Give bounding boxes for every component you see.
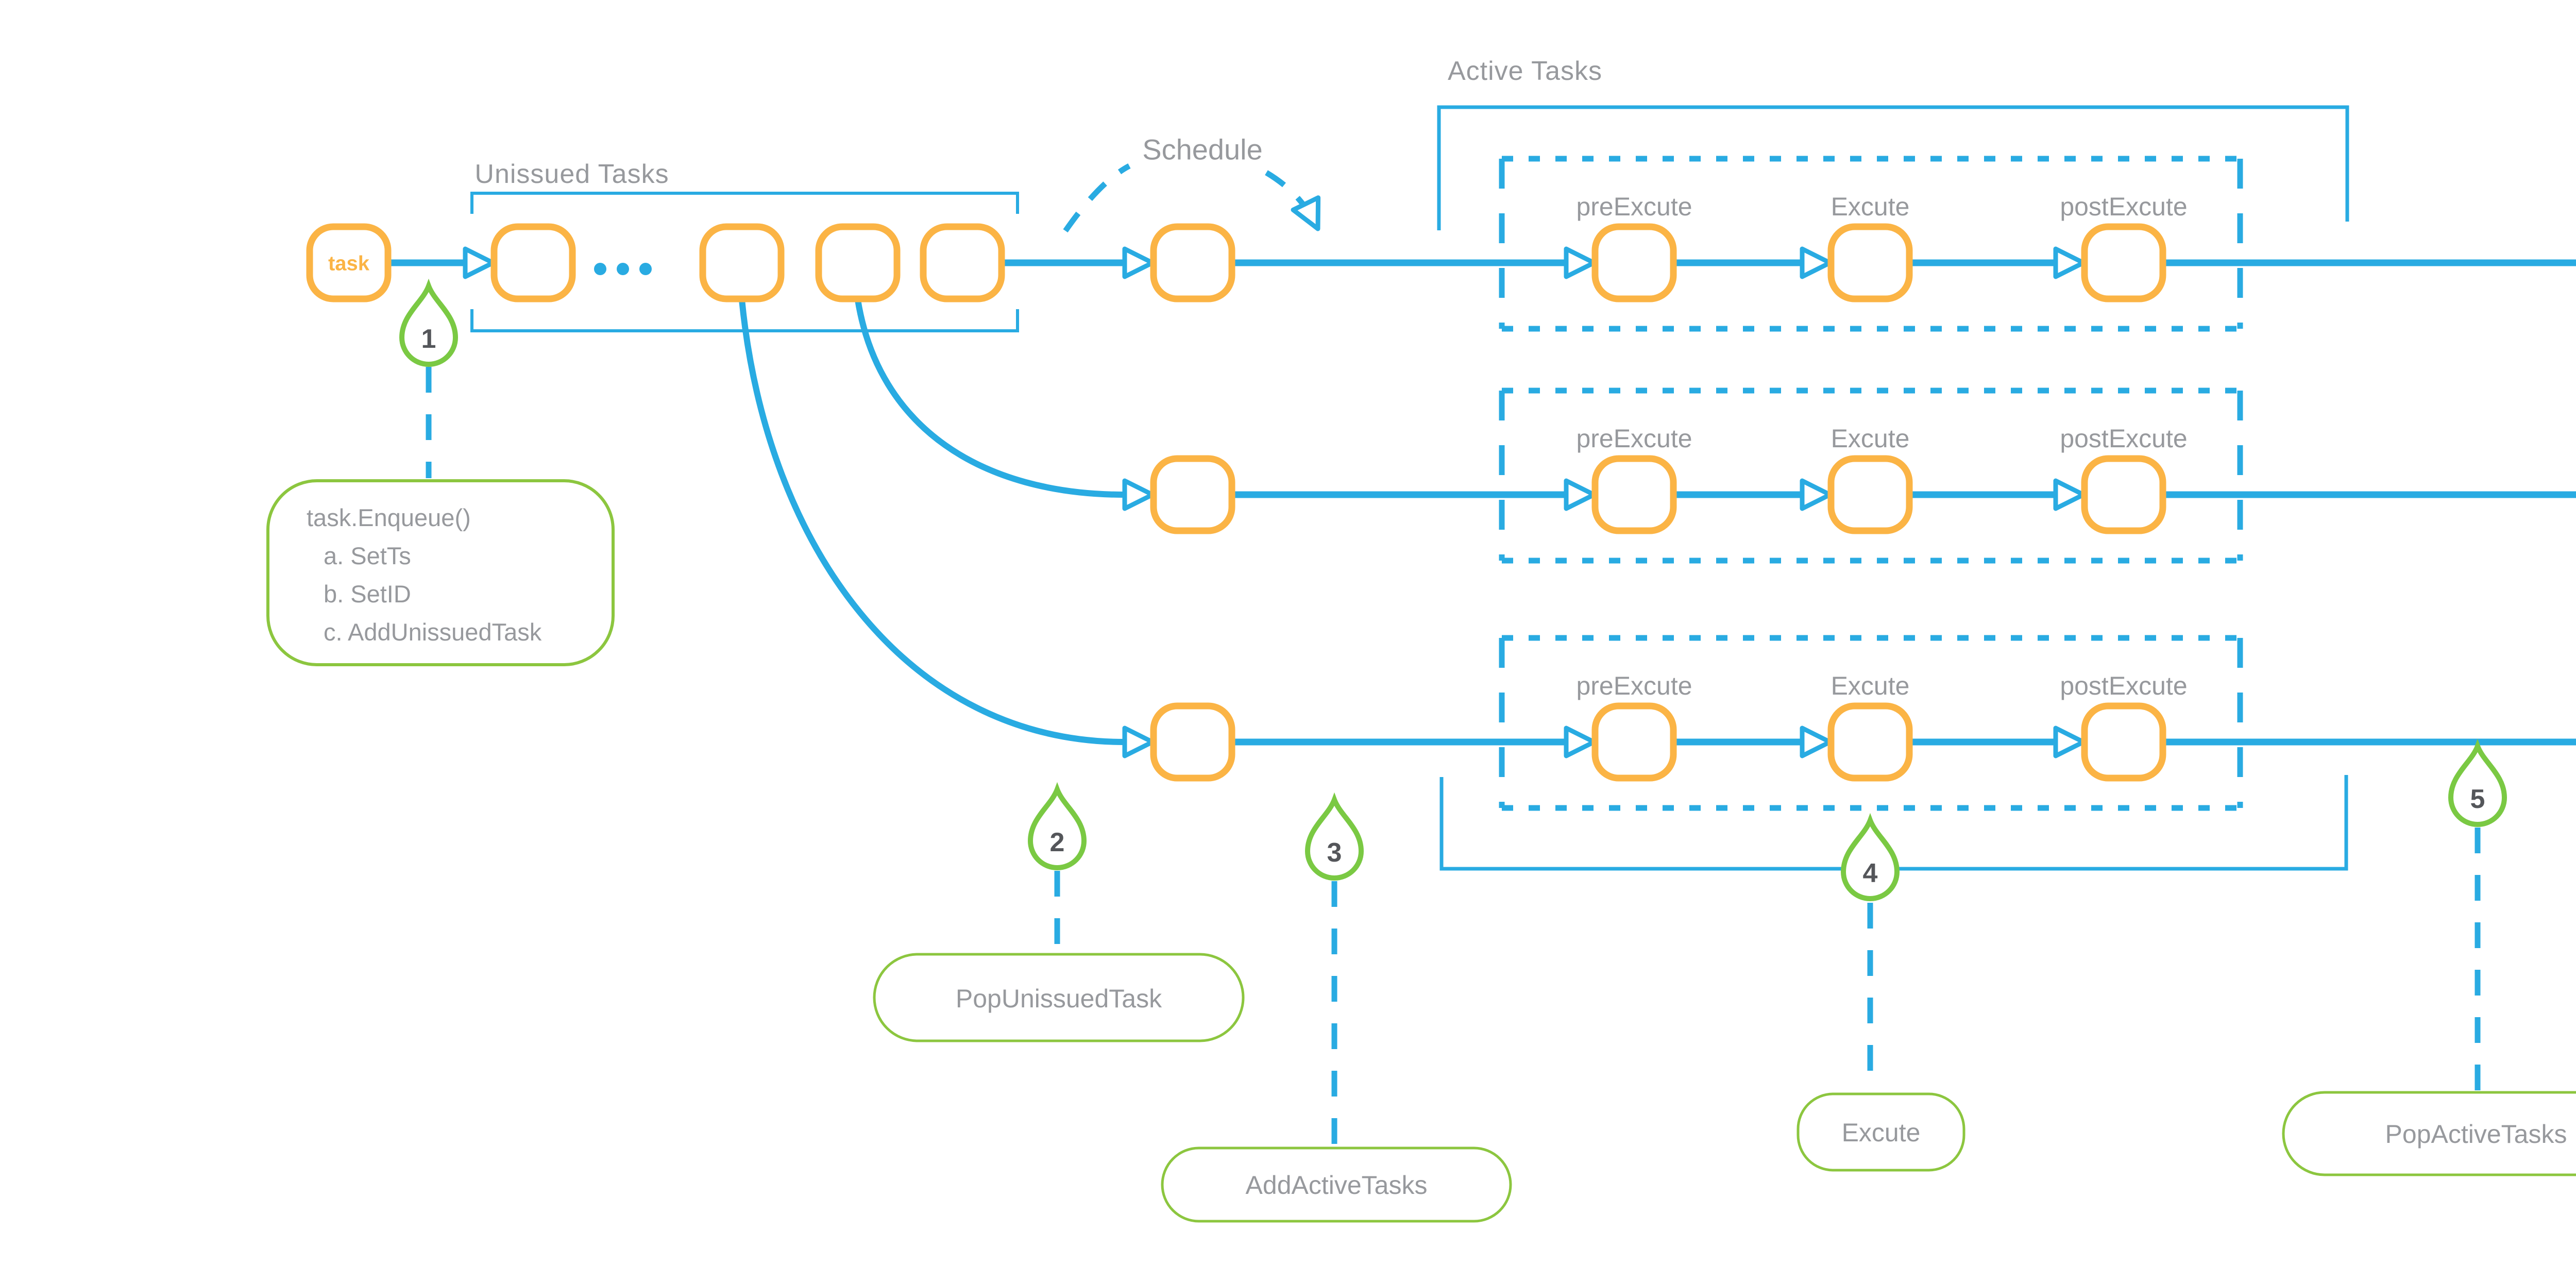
pipeline-box-row3	[1499, 635, 2243, 811]
marker-1-number: 1	[421, 324, 436, 354]
marker-leader-lines	[426, 367, 2481, 1146]
pop-unissued-label: PopUnissuedTask	[955, 984, 1162, 1013]
flow-lines-row3	[739, 299, 2576, 746]
arrowheads	[465, 249, 2576, 756]
task-node-label: task	[328, 252, 370, 275]
pre-excute-node-row3	[1591, 702, 1677, 782]
post-excute-node-row2	[2081, 455, 2166, 534]
enqueue-title: task.Enqueue()	[307, 504, 471, 531]
pre-excute-node-row1	[1591, 223, 1677, 302]
schedule-node-row2	[1150, 455, 1235, 534]
unissued-tasks-label: Unissued Tasks	[474, 159, 669, 189]
marker-5-number: 5	[2470, 784, 2485, 814]
post-excute-node-row3	[2081, 702, 2166, 782]
add-active-callout-box	[1161, 1146, 1512, 1223]
active-tasks-label: Active Tasks	[1447, 56, 1603, 86]
schedule-dashed-arcs	[1063, 163, 1315, 233]
task-nodes	[306, 223, 2166, 782]
excute-node-row1	[1827, 223, 1913, 302]
queue-node-4	[920, 223, 1005, 302]
pre-excute-label-row1: preExcute	[1576, 192, 1692, 221]
post-excute-node-row1	[2081, 223, 2166, 302]
excute-label-row1: Excute	[1831, 192, 1910, 221]
pipeline-box-row1	[1499, 156, 2243, 332]
queue-node-2	[699, 223, 785, 302]
add-active-label: AddActiveTasks	[1245, 1171, 1428, 1200]
schedule-node-row3	[1150, 702, 1235, 782]
post-excute-label-row2: postExcute	[2060, 424, 2188, 453]
step-markers	[402, 286, 2504, 899]
schedule-node-row1	[1150, 223, 1235, 302]
excute-node-row3	[1827, 702, 1913, 782]
pre-excute-label-row3: preExcute	[1576, 671, 1692, 700]
excute-callout-box	[1797, 1092, 1965, 1172]
flow-lines-row2	[855, 299, 2576, 498]
pre-excute-node-row2	[1591, 455, 1677, 534]
queue-node-3	[815, 223, 901, 302]
excute-node-row2	[1827, 455, 1913, 534]
task-node	[306, 223, 392, 302]
callout-boxes	[266, 479, 2576, 1223]
enqueue-item-b: b. SetID	[324, 580, 411, 608]
schedule-label: Schedule	[1142, 133, 1263, 166]
marker-2-number: 2	[1049, 828, 1065, 857]
pipeline-box-row2	[1499, 387, 2243, 564]
enqueue-callout-text: task.Enqueue() a. SetTs b. SetID c. AddU…	[307, 499, 541, 651]
marker-4-number: 4	[1862, 858, 1878, 888]
enqueue-item-c: c. AddUnissuedTask	[324, 618, 542, 646]
enqueue-item-a: a. SetTs	[324, 542, 411, 569]
enqueue-callout-box	[266, 479, 615, 666]
queue-node-1	[490, 223, 576, 302]
post-excute-label-row1: postExcute	[2060, 192, 2188, 221]
post-excute-label-row3: postExcute	[2060, 671, 2188, 700]
pop-active-label: PopActiveTasks	[2385, 1120, 2567, 1149]
queue-ellipsis-icon	[594, 263, 652, 275]
excute-label-row3: Excute	[1831, 671, 1910, 700]
pre-excute-label-row2: preExcute	[1576, 424, 1692, 453]
marker-3-number: 3	[1327, 838, 1342, 868]
excute-label-row2: Excute	[1831, 424, 1910, 453]
excute-callout-label: Excute	[1841, 1118, 1921, 1147]
pop-unissued-callout-box	[873, 953, 1245, 1042]
pop-active-callout-box	[2282, 1091, 2576, 1176]
